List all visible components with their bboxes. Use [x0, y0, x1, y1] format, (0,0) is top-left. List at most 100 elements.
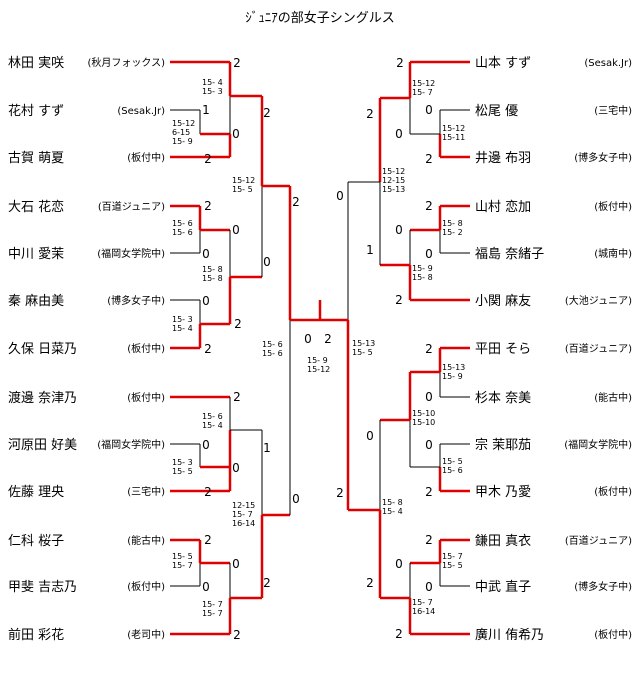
player-club: (Sesak.Jr): [584, 58, 632, 69]
match-score: 2: [233, 628, 241, 642]
game-score: 15- 9: [442, 372, 463, 381]
game-score: 15- 8: [442, 219, 463, 228]
player-club: (大池ジュニア): [565, 294, 632, 307]
player-name: 佐藤 理央: [8, 485, 64, 500]
game-score: 15- 8: [202, 265, 223, 274]
match-score: 2: [204, 342, 212, 356]
match-score: 2: [204, 485, 212, 499]
game-score: 15-12: [442, 124, 465, 133]
game-score: 12-15: [232, 501, 255, 510]
game-score: 15- 8: [382, 498, 403, 507]
player-club: (板付中): [127, 151, 165, 164]
match-score: 2: [233, 56, 241, 70]
game-score: 15- 7: [232, 510, 253, 519]
player-club: (博多女子中): [574, 151, 632, 164]
match-score: 2: [234, 317, 242, 331]
match-score: 0: [395, 557, 403, 571]
game-score: 15- 4: [382, 507, 403, 516]
game-score: 16-14: [412, 607, 435, 616]
match-score: 2: [204, 533, 212, 547]
game-score: 15-10: [412, 418, 435, 427]
match-score: 0: [202, 247, 210, 261]
player-name: 久保 日菜乃: [8, 342, 77, 357]
player-name: 仁科 桜子: [8, 534, 64, 549]
player-name: 中武 直子: [475, 580, 531, 595]
game-score: 15-12: [232, 176, 255, 185]
game-score: 15- 7: [412, 88, 433, 97]
player-name: 大石 花恋: [8, 199, 64, 215]
player-name: 平田 そら: [475, 342, 531, 357]
player-name: 林田 実咲: [8, 55, 64, 71]
bracket-title: ｼﾞｭﾆｱの部女子シングルス: [245, 10, 395, 26]
match-score: 0: [202, 438, 210, 452]
game-score: 15- 6: [202, 412, 223, 421]
game-score: 15- 5: [172, 467, 193, 476]
bracket-lines: [170, 60, 470, 636]
match-score: 0: [395, 223, 403, 237]
game-score: 15- 7: [412, 598, 433, 607]
match-score: 0: [425, 247, 433, 261]
match-score: 0: [232, 461, 240, 475]
game-score: 15-13: [382, 185, 405, 194]
game-score: 15- 5: [442, 561, 463, 570]
player-name: 花村 すず: [8, 103, 64, 119]
player-name: 甲斐 吉志乃: [8, 580, 77, 595]
player-name: 中川 愛茉: [8, 247, 64, 262]
match-score: 2: [425, 199, 433, 213]
match-score: 2: [396, 56, 404, 70]
player-club: (板付中): [594, 200, 632, 213]
match-score: 0: [304, 332, 312, 346]
game-score: 15- 4: [172, 324, 193, 333]
player-name: 小関 麻友: [475, 293, 531, 309]
player-club: (板付中): [127, 580, 165, 593]
game-score: 15- 8: [202, 274, 223, 283]
game-score: 15-12: [172, 119, 195, 128]
match-score: 0: [202, 294, 210, 308]
game-score: 15- 7: [202, 609, 223, 618]
game-score: 15- 6: [442, 466, 463, 475]
player-name: 渡邊 奈津乃: [8, 390, 77, 406]
match-score: 0: [202, 580, 210, 594]
player-name: 山本 すず: [475, 56, 531, 71]
player-club: (博多女子中): [574, 580, 632, 593]
match-score: 0: [425, 390, 433, 404]
player-name: 山村 恋加: [475, 199, 531, 215]
game-score: 15- 7: [172, 561, 193, 570]
player-club: (板付中): [127, 342, 165, 355]
match-score: 0: [425, 580, 433, 594]
player-club: (城南中): [594, 247, 632, 260]
game-score: 15- 5: [172, 552, 193, 561]
match-score: 0: [232, 127, 240, 141]
game-score: 15- 3: [172, 315, 193, 324]
match-score: 2: [336, 486, 344, 500]
game-score: 15-12: [412, 79, 435, 88]
player-name: 河原田 好美: [8, 438, 77, 453]
game-score: 15- 6: [172, 219, 193, 228]
game-score: 15- 3: [202, 87, 223, 96]
match-score: 1: [202, 103, 210, 117]
player-club: (福岡女学院中): [564, 438, 632, 451]
game-score: 15- 4: [202, 78, 223, 87]
game-score: 16-14: [232, 519, 255, 528]
match-score: 2: [425, 152, 433, 166]
game-score: 15-12: [382, 167, 405, 176]
match-score: 2: [324, 332, 332, 346]
player-club: (Sesak.Jr): [117, 106, 165, 117]
match-score: 2: [263, 576, 271, 590]
match-score: 2: [204, 152, 212, 166]
player-name: 古賀 萌夏: [8, 151, 64, 166]
match-score: 0: [425, 438, 433, 452]
game-score: 15- 5: [232, 185, 253, 194]
match-score: 0: [366, 429, 374, 443]
match-score: 2: [366, 107, 374, 121]
game-score: 15- 5: [352, 348, 373, 357]
game-score: 12-15: [382, 176, 405, 185]
player-club: (福岡女学院中): [97, 247, 165, 260]
game-score: 15-13: [442, 363, 465, 372]
player-name: 杉本 奈美: [475, 391, 531, 406]
player-club: (老司中): [127, 628, 165, 641]
player-name: 甲木 乃愛: [475, 485, 531, 500]
match-score: 2: [292, 195, 300, 209]
game-score: 15- 6: [172, 228, 193, 237]
game-score: 15- 7: [442, 552, 463, 561]
